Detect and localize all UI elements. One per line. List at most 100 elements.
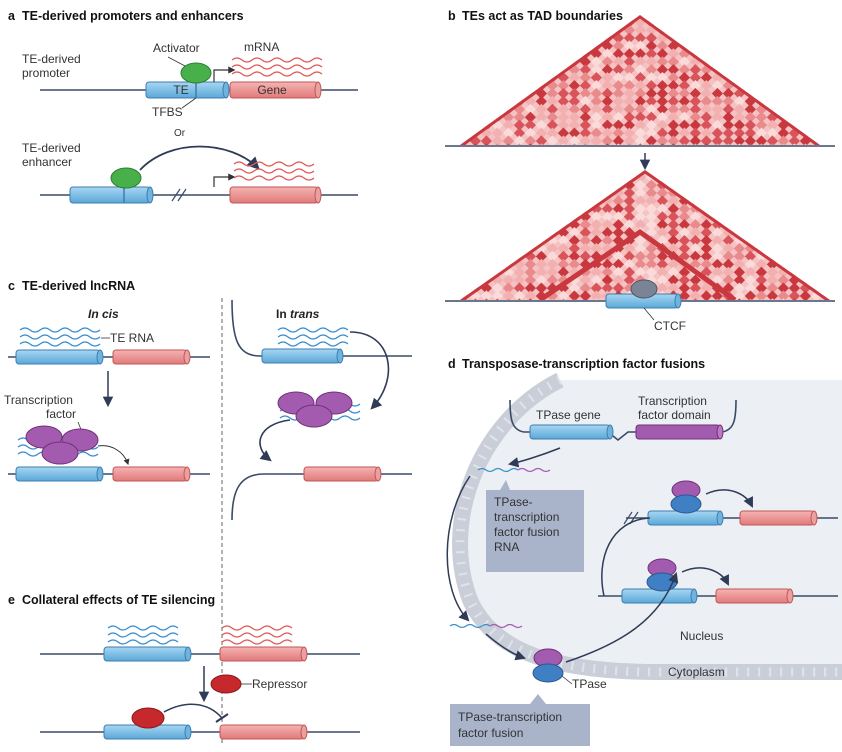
heatmap-cell <box>766 203 778 215</box>
heatmap-cell <box>579 171 591 183</box>
heatmap-cell <box>800 306 811 317</box>
heatmap-cell <box>833 172 842 183</box>
heatmap-cell <box>590 56 602 68</box>
heatmap-cell <box>700 250 712 263</box>
heatmap-cell <box>711 143 723 145</box>
fusion-protein <box>532 648 564 683</box>
heatmap-cell <box>480 32 492 44</box>
heatmap-cell <box>557 32 569 44</box>
heatmap-cell <box>700 179 712 191</box>
heatmap-cell <box>513 179 525 191</box>
heatmap-cell <box>678 171 690 183</box>
heatmap-cell <box>460 234 470 247</box>
heatmap-cell <box>788 290 800 300</box>
panel-b: b TEs act as TAD boundaries CTCF <box>445 9 842 333</box>
heatmap-cell <box>535 143 547 145</box>
heatmap-cell <box>513 79 525 92</box>
heatmap-cell <box>766 187 778 199</box>
dna-line-trans-bottom <box>231 473 412 521</box>
heatmap-cell <box>821 219 830 231</box>
heatmap-cell <box>766 195 778 207</box>
heatmap-cell <box>712 306 723 317</box>
heatmap-cell <box>755 72 767 84</box>
heatmap-cell <box>777 242 789 255</box>
heatmap-cell <box>799 234 811 247</box>
heatmap-cell <box>678 179 690 191</box>
heatmap-cell <box>678 24 690 36</box>
heatmap-cell <box>667 143 679 145</box>
heatmap-cell <box>777 72 789 84</box>
import-arrow <box>565 572 679 663</box>
heatmap-cell <box>480 64 492 76</box>
heatmap-cell <box>601 56 613 68</box>
heatmap-cell <box>491 187 503 199</box>
heatmap-cell <box>788 56 800 68</box>
heatmap-cell <box>744 187 756 199</box>
tpase-gene-label: TPase gene <box>536 408 601 422</box>
heatmap-cell <box>491 24 503 36</box>
heatmap-cell <box>701 306 712 317</box>
heatmap-cell <box>766 179 778 191</box>
heatmap-cell <box>689 290 701 300</box>
heatmap-cell <box>546 24 558 36</box>
heatmap-cell <box>469 79 481 92</box>
heatmap-cell <box>744 143 756 145</box>
panel-d-header: Transposase-transcription factor fusions <box>462 357 705 371</box>
heatmap-cell <box>766 242 778 255</box>
heatmap-cell <box>492 306 503 317</box>
heatmap-cell <box>799 258 811 270</box>
heatmap-cell <box>513 64 525 76</box>
heatmap-cell <box>733 16 745 28</box>
heatmap-cell <box>557 24 569 36</box>
heatmap-cell <box>546 48 558 60</box>
heatmap-cell <box>579 24 591 36</box>
heatmap-cell <box>755 179 767 191</box>
heatmap-cell <box>524 298 536 300</box>
heatmap-cell <box>513 227 525 239</box>
in-cis-text: In cis <box>88 307 119 321</box>
heatmap-cell <box>810 211 822 223</box>
heatmap-cell <box>689 179 701 191</box>
heatmap-cell <box>777 274 789 286</box>
gene-cylinder-cis-bottom <box>112 466 191 482</box>
heatmap-cell <box>491 258 503 270</box>
heatmap-cell <box>645 266 657 278</box>
heatmap-cell <box>788 48 800 60</box>
heatmap-cell <box>745 151 756 162</box>
heatmap-cell <box>579 179 591 191</box>
heatmap-cell <box>788 298 800 300</box>
heatmap-cell <box>469 250 481 263</box>
heatmap-cell <box>722 143 734 145</box>
heatmap-cell <box>822 56 833 67</box>
in-trans-label: In trans <box>276 307 320 321</box>
panel-a-letter: a <box>8 9 16 23</box>
heatmap-cell <box>546 179 558 191</box>
heatmap-cell <box>460 143 470 145</box>
heatmap-cell <box>788 143 800 145</box>
heatmap-cell <box>535 32 547 44</box>
heatmap-cell <box>546 211 558 223</box>
dna-line-fusion-gene <box>509 399 737 442</box>
heatmap-cell <box>799 266 811 278</box>
heatmap-cell <box>513 32 525 44</box>
heatmap-cell <box>491 195 503 207</box>
heatmap-cell <box>711 258 723 270</box>
heatmap-cell <box>469 40 481 52</box>
heatmap-cell <box>491 298 503 300</box>
heatmap-cell <box>777 87 789 100</box>
heatmap-cell <box>503 151 514 162</box>
heatmap-cell <box>744 56 756 68</box>
heatmap-cell <box>833 219 842 230</box>
trans-rna-arrow <box>349 331 390 410</box>
tf-label-line2: factor <box>46 407 76 421</box>
heatmap-cell <box>513 40 525 52</box>
heatmap-cell <box>766 48 778 60</box>
heatmap-cell <box>788 195 800 207</box>
heatmap-cell <box>788 95 800 108</box>
heatmap-cell <box>733 24 745 36</box>
heatmap-cell <box>623 56 635 68</box>
heatmap-cell <box>678 16 690 28</box>
heatmap-cell <box>833 211 842 222</box>
heatmap-cell <box>810 298 822 300</box>
heatmap-cell <box>755 48 767 60</box>
